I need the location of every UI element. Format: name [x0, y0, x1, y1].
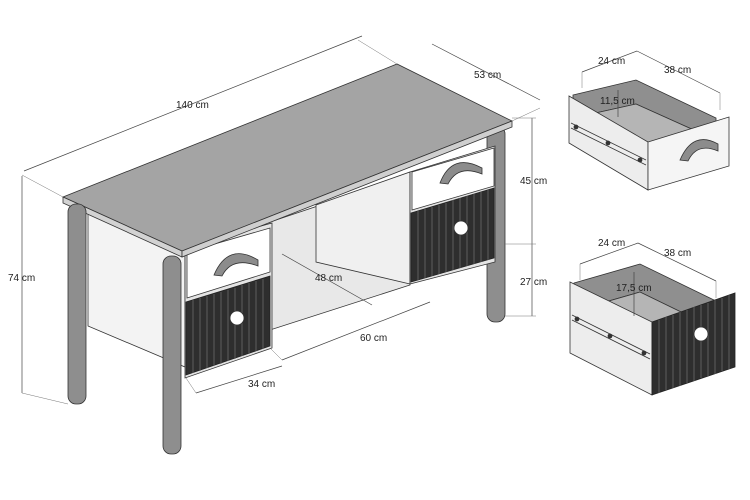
left-bottom-drawer-grooves	[192, 279, 264, 373]
large-drawer-width-label: 24 cm	[598, 238, 625, 249]
right-bottom-drawer-knob-icon	[453, 220, 469, 236]
right-top-drawer-handle-icon	[439, 162, 483, 185]
small-drawer-depth-label: 38 cm	[664, 65, 691, 76]
desk-top-side-edge	[181, 120, 513, 258]
small-drawer-width-label: 24 cm	[598, 56, 625, 67]
large-drawer-height-label: 17,5 cm	[616, 283, 652, 294]
left-top-drawer-handle-icon	[213, 253, 259, 277]
large-drawer-grooves	[658, 295, 730, 393]
desk-dimension-labels: 140 cm 53 cm 74 cm 45 cm 27 cm 48 cm 60 …	[8, 70, 547, 390]
knee-depth-label: 48 cm	[315, 273, 342, 284]
large-drawer-depth-label: 38 cm	[664, 248, 691, 259]
desk-width-label: 140 cm	[176, 100, 209, 111]
front-right-leg	[162, 255, 182, 455]
cabinet-width-label: 34 cm	[248, 379, 275, 390]
large-drawer-illustration	[569, 263, 736, 396]
right-top-drawer-front	[411, 147, 495, 211]
small-drawer-runner	[570, 122, 647, 166]
left-bottom-drawer-knob-icon	[229, 310, 245, 326]
large-drawer-knob-icon	[693, 326, 709, 342]
front-left-leg	[67, 203, 87, 405]
small-drawer-illustration	[568, 79, 730, 191]
large-drawer-runner	[571, 314, 651, 360]
knee-width-label: 60 cm	[360, 333, 387, 344]
large-drawer-dimensions: 24 cm 38 cm 17,5 cm	[579, 238, 717, 316]
desk-depth-label: 53 cm	[474, 70, 501, 81]
desk-height-label: 74 cm	[8, 273, 35, 284]
lower-cabinet-height-label: 27 cm	[520, 277, 547, 288]
small-drawer-dimensions: 24 cm 38 cm 11,5 cm	[581, 50, 721, 117]
small-drawer-handle-icon	[679, 139, 719, 162]
right-bottom-drawer-grooves	[417, 190, 489, 280]
upper-cabinet-height-label: 45 cm	[520, 176, 547, 187]
small-drawer-height-label: 11,5 cm	[600, 96, 635, 107]
desk-dimension-lines	[21, 35, 541, 405]
desk-illustration	[61, 63, 513, 455]
